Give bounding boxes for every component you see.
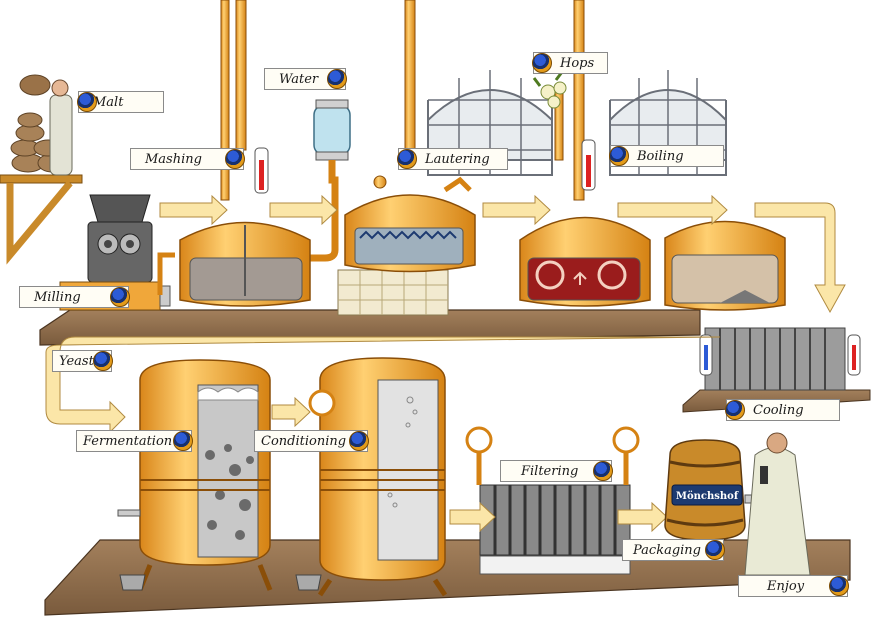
- step-water-label: Water: [279, 71, 319, 87]
- lauter-tun: [344, 175, 476, 273]
- beer-barrel: Mönchshof: [664, 439, 758, 541]
- info-dot-icon: [225, 149, 245, 169]
- ceiling-pipes: [220, 0, 585, 201]
- step-yeast-label: Yeast: [59, 353, 94, 369]
- boil-kettle: [519, 71, 651, 307]
- flow-arrow-to-fermentation: [45, 336, 721, 434]
- step-cooling-label: Cooling: [753, 402, 804, 418]
- step-enjoy-label: Enjoy: [767, 578, 805, 594]
- barrel-brand-label: Mönchshof: [676, 491, 739, 502]
- info-dot-icon: [829, 576, 849, 596]
- step-water-button[interactable]: Water: [264, 68, 347, 90]
- info-dot-icon: [725, 400, 745, 420]
- info-dot-icon: [110, 287, 130, 307]
- step-fermentation-label: Fermentation: [83, 433, 173, 449]
- whirlpool-tank: [664, 220, 786, 311]
- step-filtering-label: Filtering: [521, 463, 579, 479]
- step-malt-button[interactable]: Malt: [77, 91, 164, 113]
- info-dot-icon: [327, 69, 347, 89]
- step-mashing-button[interactable]: Mashing: [130, 148, 245, 170]
- malt-worker: [19, 74, 73, 176]
- lautering-base: [337, 269, 449, 316]
- step-packaging-label: Packaging: [633, 542, 701, 558]
- step-milling-label: Milling: [34, 289, 81, 305]
- step-mashing-label: Mashing: [145, 151, 202, 167]
- step-milling-button[interactable]: Milling: [19, 286, 130, 308]
- beer-filter: [465, 426, 640, 575]
- step-hops-label: Hops: [560, 55, 595, 71]
- step-packaging-button[interactable]: Packaging: [622, 539, 725, 561]
- step-lautering-button[interactable]: Lautering: [397, 148, 508, 170]
- info-dot-icon: [349, 431, 369, 451]
- step-malt-label: Malt: [93, 94, 124, 110]
- step-filtering-button[interactable]: Filtering: [500, 460, 613, 482]
- info-dot-icon: [593, 461, 613, 481]
- step-hops-button[interactable]: Hops: [532, 52, 608, 74]
- upper-floor: [39, 309, 701, 346]
- step-yeast-button[interactable]: Yeast: [52, 350, 113, 372]
- step-conditioning-label: Conditioning: [261, 433, 347, 449]
- mash-tun: [157, 147, 311, 307]
- conditioning-tank: [295, 357, 448, 597]
- info-dot-icon: [173, 431, 193, 451]
- water-tank: [308, 99, 351, 262]
- step-lautering-label: Lautering: [425, 151, 490, 167]
- info-dot-icon: [93, 351, 113, 371]
- step-enjoy-button[interactable]: Enjoy: [738, 575, 849, 597]
- monk-figure: [744, 432, 811, 576]
- step-boiling-label: Boiling: [637, 148, 684, 164]
- info-dot-icon: [77, 92, 97, 112]
- flow-arrows-upper: [159, 194, 846, 314]
- step-conditioning-button[interactable]: Conditioning: [254, 430, 369, 452]
- flow-arrows-lower: [271, 396, 668, 533]
- info-dot-icon: [609, 146, 629, 166]
- window-right: [609, 70, 727, 176]
- step-boiling-button[interactable]: Boiling: [609, 145, 724, 167]
- fermentation-tank: [117, 359, 273, 591]
- step-fermentation-button[interactable]: Fermentation: [76, 430, 193, 452]
- malt-storage: [0, 74, 83, 265]
- step-cooling-button[interactable]: Cooling: [725, 399, 840, 421]
- info-dot-icon: [397, 149, 417, 169]
- hops-bunch: [532, 71, 567, 109]
- info-dot-icon: [532, 53, 552, 73]
- info-dot-icon: [705, 540, 725, 560]
